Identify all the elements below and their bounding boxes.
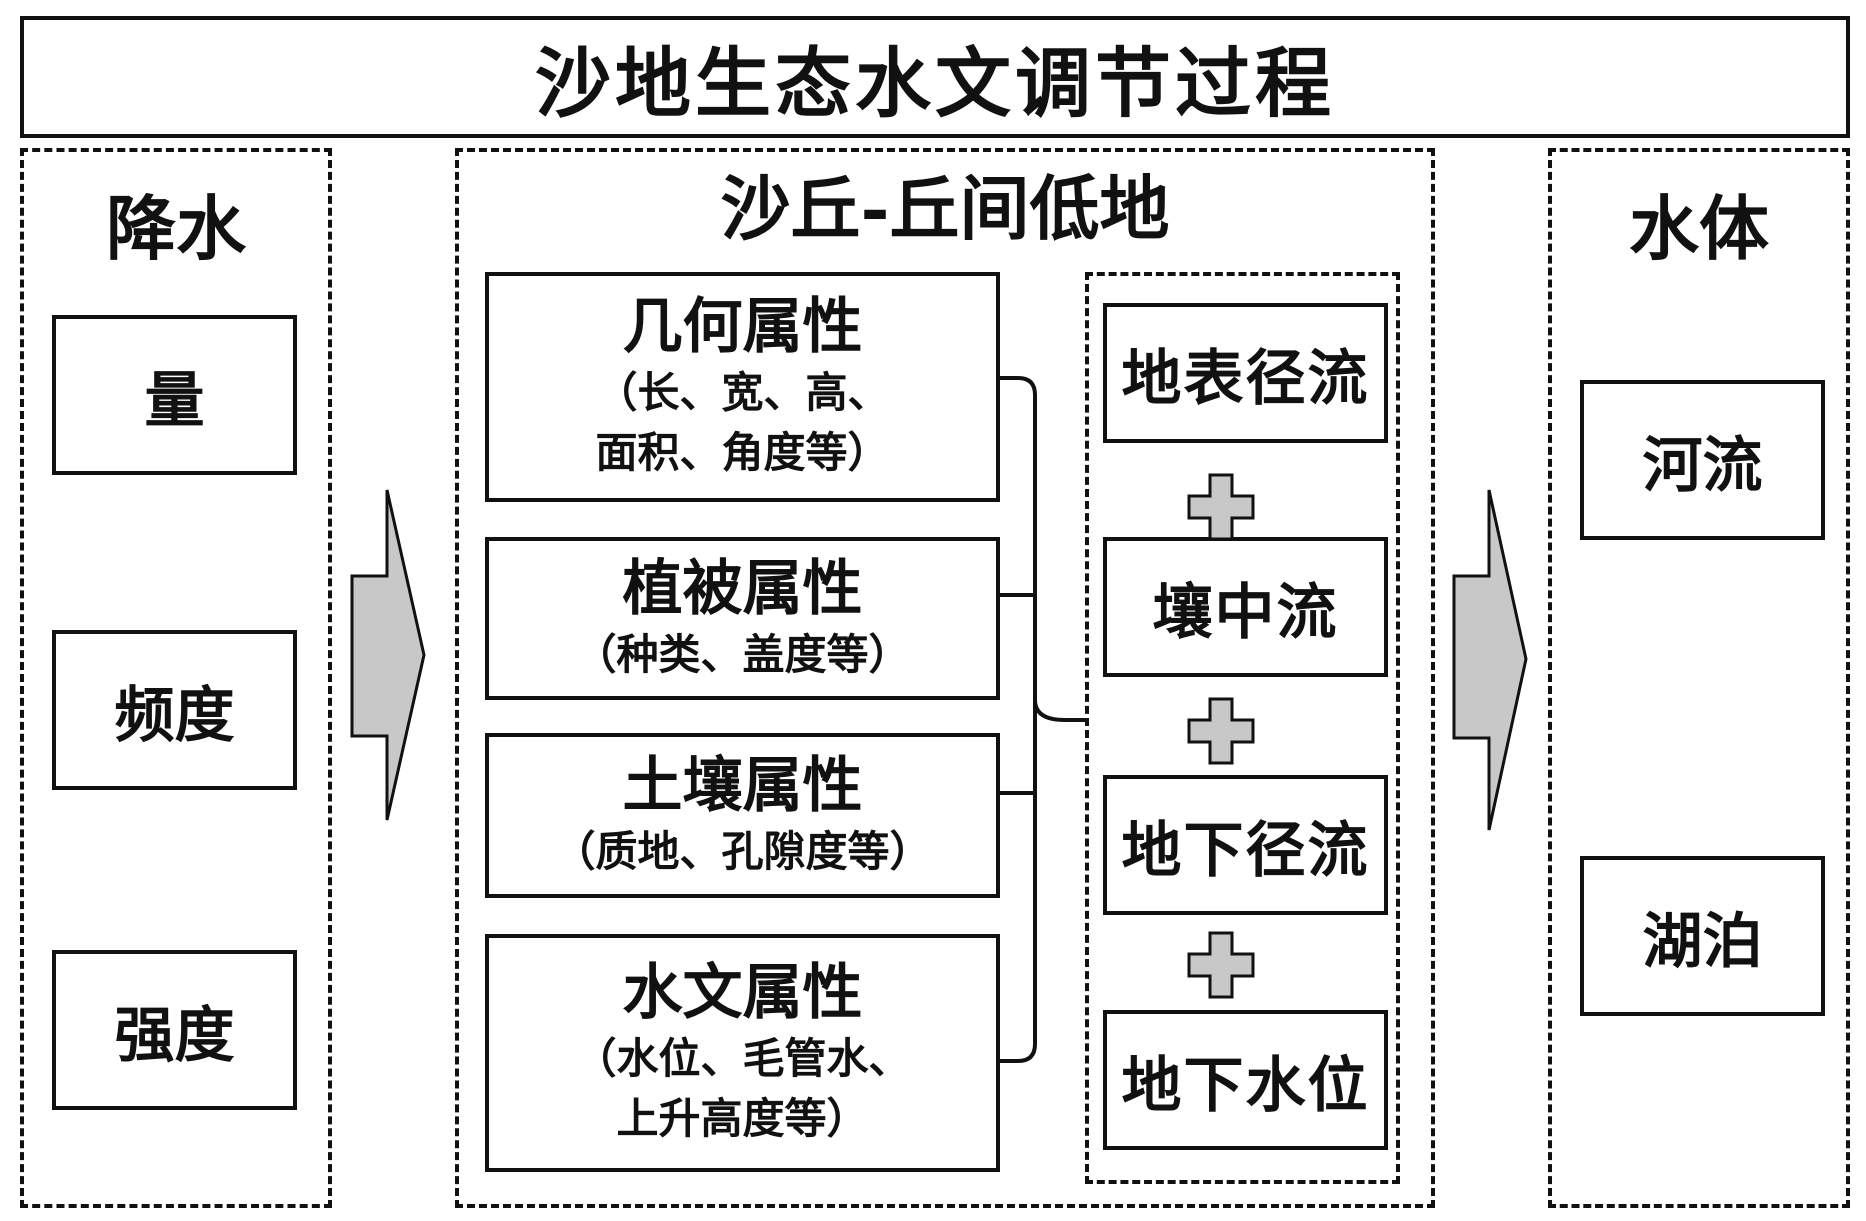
lake-label: 湖泊 [1642,906,1763,977]
surface-runoff-label: 地表径流 [1121,343,1370,414]
geometric-attribute-box: 几何属性 （长、宽、高、 面积、角度等） [485,272,1000,502]
attribute-brace [1000,376,1085,1063]
hydrologic-attribute-detail-1: （水位、毛管水、 [574,1034,911,1083]
river-label: 河流 [1642,430,1763,501]
precipitation-intensity-box: 强度 [52,950,297,1110]
water-body-heading: 水体 [1629,186,1769,270]
lake-box: 湖泊 [1580,856,1825,1016]
precipitation-amount-box: 量 [52,315,297,475]
dune-panel [455,148,1435,1208]
left-flow-arrow [350,489,426,821]
precipitation-frequency-label: 频度 [114,680,235,751]
plus-icon [1187,697,1255,765]
geometric-attribute-detail-2: 面积、角度等） [595,428,890,477]
diagram-title: 沙地生态水文调节过程 [535,39,1335,128]
precipitation-heading: 降水 [106,186,246,270]
soil-attribute-detail: （质地、孔隙度等） [553,826,932,876]
hydrologic-attribute-detail-2: 上升高度等） [616,1094,869,1143]
groundwater-runoff-box: 地下径流 [1103,775,1388,915]
precipitation-frequency-box: 频度 [52,630,297,790]
water-body-panel [1548,148,1850,1208]
groundwater-level-box: 地下水位 [1103,1010,1388,1150]
diagram-title-box: 沙地生态水文调节过程 [20,16,1850,138]
plus-icon [1187,473,1255,541]
geometric-attribute-title: 几何属性 [622,292,863,362]
groundwater-level-label: 地下水位 [1121,1050,1370,1121]
river-box: 河流 [1580,380,1825,540]
hydrologic-attribute-title: 水文属性 [622,958,863,1028]
interflow-label: 壤中流 [1152,577,1339,648]
vegetation-attribute-detail: （种类、盖度等） [574,629,911,679]
soil-attribute-title: 土壤属性 [622,750,863,821]
precipitation-amount-label: 量 [144,365,205,436]
flow-group [1085,272,1400,1184]
right-flow-arrow [1452,489,1528,831]
surface-runoff-box: 地表径流 [1103,303,1388,443]
plus-icon [1187,931,1255,999]
hydrologic-attribute-box: 水文属性 （水位、毛管水、 上升高度等） [485,934,1000,1172]
vegetation-attribute-title: 植被属性 [622,553,863,624]
soil-attribute-box: 土壤属性 （质地、孔隙度等） [485,733,1000,898]
precipitation-panel [20,148,332,1208]
geometric-attribute-detail-1: （长、宽、高、 [595,368,890,417]
vegetation-attribute-box: 植被属性 （种类、盖度等） [485,537,1000,700]
groundwater-runoff-label: 地下径流 [1121,815,1370,886]
interflow-box: 壤中流 [1103,537,1388,677]
dune-heading: 沙丘-丘间低地 [720,166,1170,250]
precipitation-intensity-label: 强度 [114,1000,235,1071]
